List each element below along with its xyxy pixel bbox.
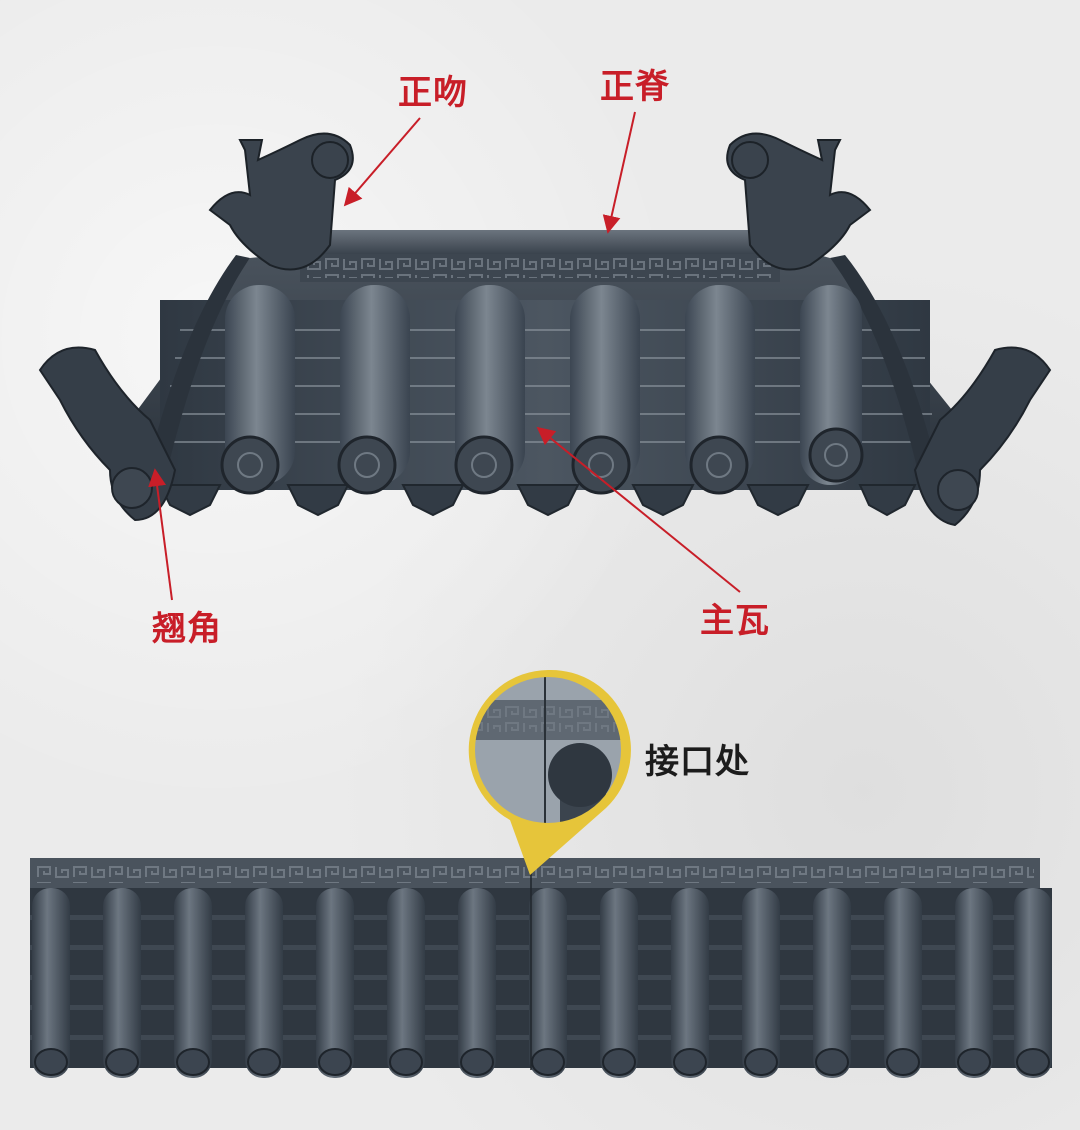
rosette-icon [237, 443, 848, 478]
label-joint: 接口处 [645, 742, 750, 782]
eave-strip [30, 858, 1052, 1078]
joint-magnifier [468, 669, 631, 875]
strip-roll-tiles [32, 888, 1052, 1078]
label-main-ridge: 正脊 [600, 67, 670, 107]
dragon-ornament-icon [208, 132, 872, 271]
roof-model [38, 132, 1052, 527]
flying-eave-right [913, 346, 1052, 527]
label-main-ridge-ornament: 正吻 [398, 73, 468, 113]
main-ridge [300, 230, 780, 282]
roll-tiles [225, 285, 862, 485]
label-flying-eave: 翘角 [152, 609, 222, 649]
tile-end-caps [220, 427, 864, 495]
right-hip-ridge [830, 255, 940, 480]
drip-tiles [158, 484, 917, 517]
strip-end-caps [34, 1048, 1050, 1076]
label-main-tile: 主瓦 [700, 601, 770, 641]
flying-eave-left [38, 346, 177, 522]
leader-arrows [148, 111, 741, 601]
left-hip-ridge [145, 255, 250, 480]
